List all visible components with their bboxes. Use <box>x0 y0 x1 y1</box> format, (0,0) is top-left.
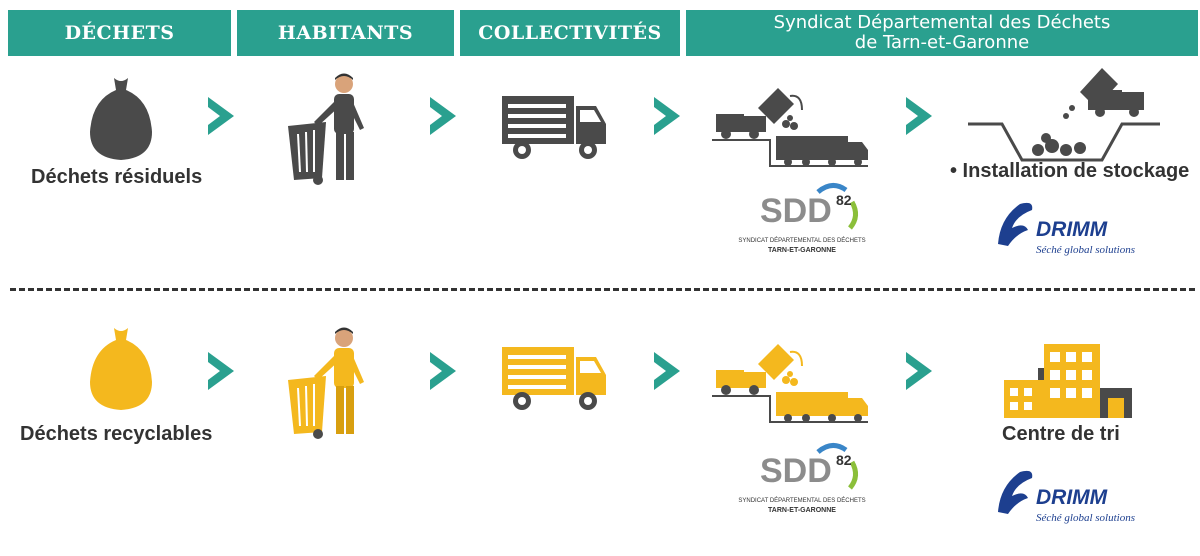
chevron-right-icon <box>208 352 234 390</box>
header-syndicat: Syndicat Départemental des Déchets de Ta… <box>686 10 1198 56</box>
sdd-brand: SDD <box>760 192 832 230</box>
header-syndicat-line1: Syndicat Départemental des Déchets <box>773 12 1111 33</box>
chevron-right-icon <box>906 97 932 135</box>
drimm-emblem-icon <box>998 202 1033 246</box>
header-collectivites-label: COLLECTIVITÉS <box>478 22 662 44</box>
drimm-emblem-icon <box>998 470 1033 514</box>
sdd-line2: TARN-ET-GARONNE <box>768 247 836 254</box>
waste-label-residual: Déchets résiduels <box>31 166 203 188</box>
drimm-brand: DRIMM <box>1036 218 1108 241</box>
destination-label-recyclable: Centre de tri <box>1002 423 1120 445</box>
header-collectivites: COLLECTIVITÉS <box>460 10 680 56</box>
sdd-number: 82 <box>836 192 852 208</box>
recycling-truck-icon <box>502 347 606 410</box>
trash-bag-icon <box>90 78 152 160</box>
chevron-right-icon <box>208 97 234 135</box>
chevron-right-icon <box>654 97 680 135</box>
drimm-logo: DRIMM Séché global solutions <box>994 198 1154 260</box>
sorting-center-building-icon <box>1004 344 1132 418</box>
destination-label-residual: • Installation de stockage <box>950 160 1190 182</box>
sdd82-logo: SDD 82 SYNDICAT DÉPARTEMENTAL DES DÉCHET… <box>732 180 872 260</box>
sdd-number: 82 <box>836 452 852 468</box>
sdd82-emblem-icon <box>816 183 858 230</box>
sdd82-emblem-icon <box>816 443 858 490</box>
drimm-tagline: Séché global solutions <box>1036 512 1135 524</box>
header-syndicat-line2: de Tarn-et-Garonne <box>854 32 1030 53</box>
chevron-right-icon <box>906 352 932 390</box>
sdd-line1: SYNDICAT DÉPARTEMENTAL DES DÉCHETS <box>738 498 866 504</box>
transfer-station-icon <box>712 344 868 423</box>
sdd-brand: SDD <box>760 452 832 490</box>
trash-bag-icon <box>90 328 152 410</box>
sdd82-logo: SDD 82 SYNDICAT DÉPARTEMENTAL DES DÉCHET… <box>732 440 872 520</box>
garbage-truck-icon <box>502 96 606 159</box>
chevron-right-icon <box>430 352 456 390</box>
drimm-logo: DRIMM Séché global solutions <box>994 466 1154 528</box>
person-with-bin-icon <box>288 327 364 439</box>
chevron-right-icon <box>654 352 680 390</box>
drimm-brand: DRIMM <box>1036 486 1108 509</box>
landfill-icon <box>968 68 1160 162</box>
header-dechets: DÉCHETS <box>8 10 231 56</box>
transfer-station-icon <box>712 88 868 167</box>
header-habitants: HABITANTS <box>237 10 454 56</box>
waste-label-recyclable: Déchets recyclables <box>20 423 213 445</box>
drimm-tagline: Séché global solutions <box>1036 244 1135 256</box>
sdd-line1: SYNDICAT DÉPARTEMENTAL DES DÉCHETS <box>738 238 866 244</box>
sdd-line2: TARN-ET-GARONNE <box>768 507 836 514</box>
chevron-right-icon <box>430 97 456 135</box>
header-dechets-label: DÉCHETS <box>64 22 175 44</box>
person-with-bin-icon <box>288 73 364 185</box>
dashed-separator <box>10 288 1195 291</box>
header-habitants-label: HABITANTS <box>277 22 414 44</box>
